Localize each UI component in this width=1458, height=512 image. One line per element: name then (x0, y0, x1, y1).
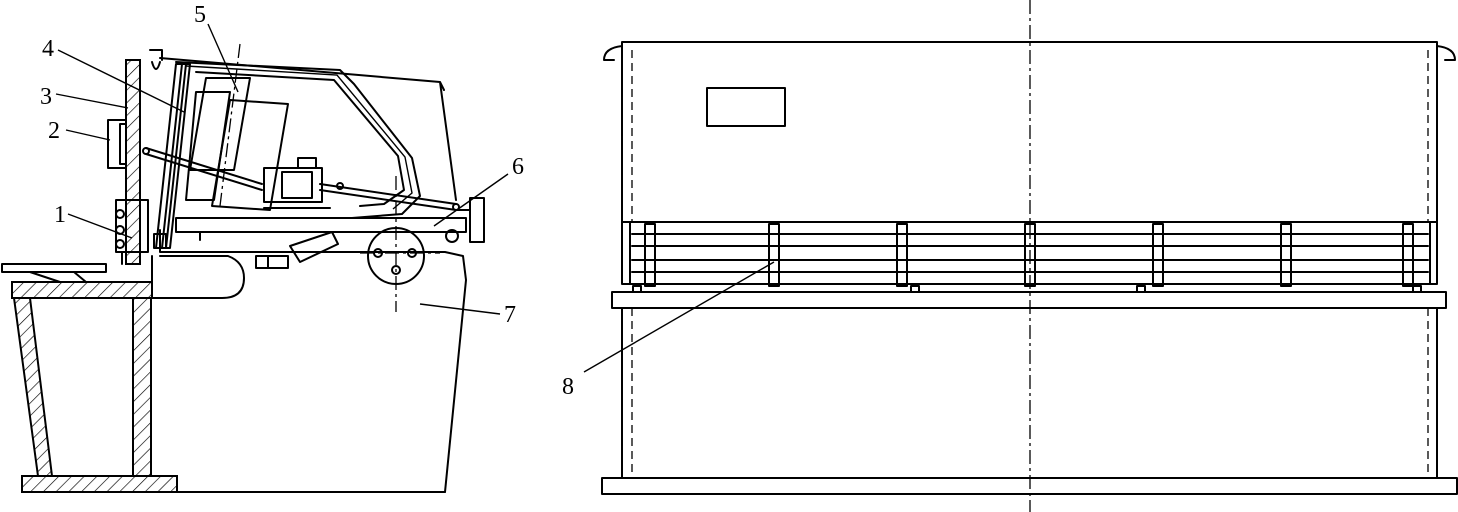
blade-guard (211, 99, 289, 211)
beam-bolt (445, 229, 459, 243)
leader-6 (433, 173, 509, 227)
callout-3: 3 (40, 84, 52, 110)
guard-post (644, 223, 656, 287)
worktable-bar (611, 291, 1447, 309)
support-arm-brace (29, 271, 61, 283)
leader-1 (67, 213, 133, 239)
linkage-bar-4 (319, 189, 457, 211)
base-plate (21, 475, 178, 493)
hook-right (1436, 45, 1456, 61)
side-view (1, 23, 509, 493)
front-table-plate (11, 281, 153, 299)
leader-3 (55, 93, 129, 109)
callout-5: 5 (194, 2, 206, 28)
support-arm (1, 263, 107, 273)
callout-2: 2 (48, 118, 60, 144)
guard-post (1402, 223, 1414, 287)
front-view (583, 0, 1458, 512)
upper-beam (175, 61, 421, 219)
slanted-leg (12, 297, 54, 477)
leader-5 (207, 23, 239, 93)
housing-plate-3 (125, 59, 141, 265)
motor-top (297, 157, 317, 169)
front-base (601, 477, 1458, 495)
callout-labels: 1 2 3 4 5 6 7 8 (40, 2, 574, 400)
handwheel (469, 197, 485, 243)
callout-8: 8 (562, 374, 574, 400)
callout-leaders (55, 23, 509, 315)
leader-2 (65, 129, 111, 141)
callout-1: 1 (54, 202, 66, 228)
leader-8 (583, 261, 775, 373)
nameplate (706, 87, 786, 127)
hook-left (603, 45, 623, 61)
upper-beam-inner (185, 65, 413, 210)
guard-post (768, 223, 780, 287)
guard-posts (644, 223, 1414, 287)
guard-post (1024, 223, 1036, 287)
motor (263, 167, 323, 203)
cross-beam-6 (175, 217, 467, 233)
pivot (142, 147, 150, 155)
clamp-bolt (115, 239, 125, 249)
linkage-bar-2 (145, 153, 263, 191)
inner-cylinder (185, 91, 231, 201)
flywheel-hole (391, 265, 401, 275)
clamp-bolt (115, 209, 125, 219)
callout-6: 6 (512, 154, 524, 180)
stop-gauge-2-inner (119, 123, 127, 165)
guard-post (896, 223, 908, 287)
motor-fan (281, 171, 313, 199)
pivot (336, 182, 344, 190)
cylinder-rod (255, 255, 289, 269)
leader-4 (57, 49, 185, 113)
guard-post (1280, 223, 1292, 287)
support-arm-brace-2 (73, 271, 87, 283)
lift-hook (149, 49, 163, 70)
beam-clip (153, 233, 167, 249)
guard-frame-8 (621, 221, 1438, 285)
cam-lever (289, 231, 339, 263)
callout-4: 4 (42, 36, 54, 62)
front-column (132, 297, 152, 477)
machine-body (151, 229, 467, 493)
guard-post (1152, 223, 1164, 287)
clamp-1 (115, 199, 149, 253)
linkage-bar (145, 147, 263, 185)
callout-7: 7 (504, 302, 516, 328)
leader-7 (419, 303, 501, 315)
throat-cutout (151, 255, 245, 299)
stop-gauge-2 (107, 119, 127, 169)
